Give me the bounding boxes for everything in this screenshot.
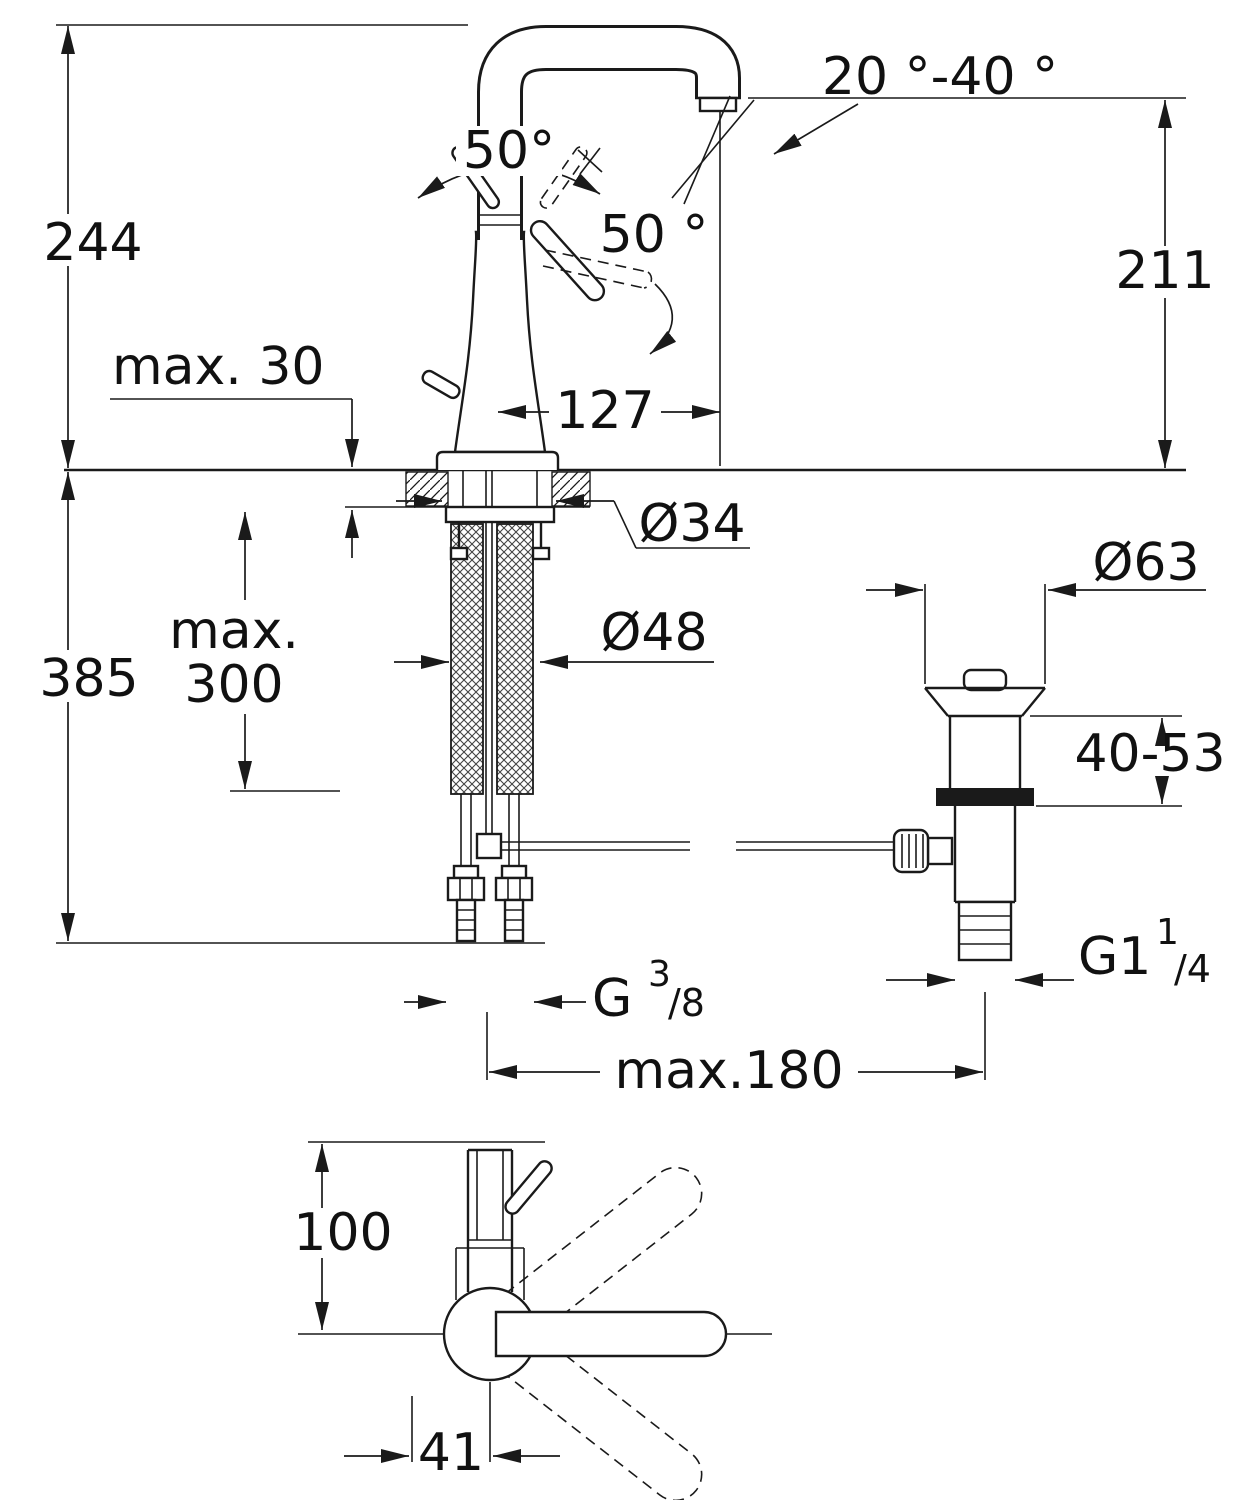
mixer-side-view: [417, 24, 859, 470]
dim-waste-thread: G1 1 /4: [886, 912, 1211, 991]
label-hose-length-1: max.: [169, 601, 299, 661]
pop-up-waste: [892, 668, 1046, 962]
supply-hose-right: [496, 523, 534, 795]
dim-handle-height: 100: [288, 1144, 398, 1330]
below-deck: [405, 470, 896, 943]
label-waste-thread-num: 1: [1156, 912, 1179, 953]
dim-overall-height: 244: [40, 26, 146, 468]
dim-hose-length: max. 300: [169, 512, 299, 789]
lever-swung-up: [490, 1166, 703, 1347]
rod-boss: [926, 836, 954, 866]
mixer-body: [453, 230, 547, 454]
lever-swung-down: [490, 1321, 703, 1500]
dim-waste-deck-range: 40-53: [1074, 718, 1226, 804]
dim-supply-thread: G 3 /8: [404, 954, 705, 1029]
label-swivel-angle: 50°: [463, 121, 555, 181]
mounting-nut-left: [449, 546, 469, 561]
dim-handle-offset: 41: [344, 1423, 560, 1483]
label-hole-diameter: Ø34: [638, 494, 745, 554]
side-lever: [421, 369, 461, 400]
label-hose-length-2: 300: [184, 655, 283, 715]
lever-handle-alt: [542, 249, 653, 289]
dim-shank-diameter: Ø48: [394, 603, 714, 669]
label-waste-thread-den: /4: [1174, 947, 1211, 991]
label-waste-flange-diameter: Ø63: [1092, 533, 1199, 593]
waste-push-button: [962, 668, 1008, 692]
label-supply-thread-num: 3: [648, 954, 671, 995]
label-shank-diameter: Ø48: [600, 603, 707, 663]
waste-seal: [936, 788, 1034, 806]
dim-spout-height: 211: [1106, 100, 1224, 468]
label-spout-height: 211: [1115, 241, 1214, 301]
label-total-depth: 385: [39, 649, 138, 709]
top-view: [442, 1148, 728, 1500]
dim-waste-flange-diameter: Ø63: [866, 533, 1206, 597]
label-spout-reach: 127: [555, 381, 654, 441]
mounting-bracket: [444, 505, 556, 524]
lever-arc: [649, 283, 677, 355]
label-supply-thread-den: /8: [668, 981, 705, 1025]
label-waste-thread: G1: [1078, 927, 1151, 987]
dim-center-distance: max.180: [489, 1041, 983, 1101]
dimensions: 244 385 max. 30 max. 300 127: [36, 26, 1226, 1483]
label-lever-angle: 50 °: [600, 205, 709, 265]
dim-deck-thickness: max. 30: [110, 337, 359, 558]
label-overall-height: 244: [43, 213, 142, 273]
supply-connector-left: [446, 794, 486, 943]
dim-hole-diameter: Ø34: [396, 494, 750, 554]
rod-coupler: [475, 832, 503, 860]
supply-connector-right: [494, 794, 534, 943]
label-spout-angle-range: 20 °-40 °: [822, 47, 1058, 107]
top-view-side-lever: [504, 1160, 553, 1215]
top-view-lever: [494, 1310, 728, 1358]
base-plate: [435, 450, 560, 470]
spout-angle-leader: [773, 103, 859, 155]
label-deck-thickness: max. 30: [112, 337, 325, 397]
dim-spout-angle-range: 20 °-40 °: [822, 47, 1058, 107]
mounting-nut-right: [531, 546, 551, 561]
label-handle-height: 100: [293, 1203, 392, 1263]
aerator: [698, 96, 738, 113]
dim-total-depth: 385: [36, 472, 142, 941]
dim-swivel-angle: 50°: [456, 121, 562, 181]
dim-lever-angle: 50 °: [600, 205, 709, 265]
label-waste-deck-range: 40-53: [1074, 724, 1225, 784]
label-supply-thread: G: [592, 969, 632, 1029]
label-handle-offset: 41: [418, 1423, 484, 1483]
lever-handle: [529, 220, 606, 302]
dim-spout-reach: 127: [498, 381, 720, 441]
label-center-distance: max.180: [614, 1041, 843, 1101]
waste-tailpiece: [957, 900, 1013, 962]
supply-hose-left: [450, 523, 484, 795]
